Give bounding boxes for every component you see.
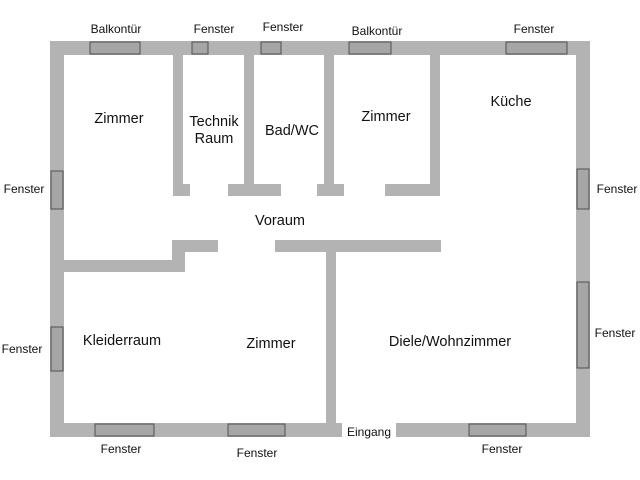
- wall-bottom-left: [50, 423, 342, 437]
- wall-mid-right: [275, 240, 441, 252]
- window-bottom-2-marker: [227, 423, 286, 437]
- balkontuer-top-2-marker: [348, 41, 392, 55]
- window-top-3-marker: [505, 41, 568, 55]
- wall-right: [576, 41, 590, 437]
- label-fenster-top-1: Fenster: [194, 22, 235, 36]
- room-label-technik-line1: Technik: [189, 114, 239, 130]
- window-left-2-marker: [50, 326, 64, 372]
- openings: [50, 41, 590, 437]
- room-label-zimmer-s: Zimmer: [246, 336, 295, 352]
- room-label-bad-wc: Bad/WC: [265, 123, 319, 139]
- window-top-2-marker: [260, 41, 282, 55]
- wall-stub-2: [228, 184, 281, 196]
- room-label-zimmer-nw: Zimmer: [94, 111, 143, 127]
- wall-mid-left: [64, 260, 185, 272]
- room-label-zimmer-n: Zimmer: [361, 109, 410, 125]
- label-fenster-top-2: Fenster: [263, 20, 304, 34]
- opening-labels: Balkontür Fenster Fenster Balkontür Fens…: [2, 20, 638, 460]
- label-fenster-bottom-2: Fenster: [237, 446, 278, 460]
- label-eingang: Eingang: [347, 425, 391, 439]
- window-right-2-marker: [576, 281, 590, 369]
- wall-partition-1: [173, 55, 183, 196]
- window-bottom-3-marker: [468, 423, 527, 437]
- room-labels: Zimmer Technik Raum Bad/WC Zimmer Küche …: [83, 94, 532, 352]
- room-label-diele-wohnzimmer: Diele/Wohnzimmer: [389, 334, 511, 350]
- label-fenster-left-2: Fenster: [2, 342, 43, 356]
- window-left-1-marker: [50, 170, 64, 210]
- label-fenster-bottom-1: Fenster: [101, 442, 142, 456]
- window-top-1-marker: [191, 41, 209, 55]
- wall-partition-3: [324, 55, 334, 196]
- label-balkontuer-top-1: Balkontür: [91, 22, 142, 36]
- wall-left: [50, 41, 64, 437]
- label-fenster-right-2: Fenster: [595, 326, 636, 340]
- label-fenster-left-1: Fenster: [4, 182, 45, 196]
- label-fenster-bottom-3: Fenster: [482, 442, 523, 456]
- wall-stub-4: [385, 184, 440, 196]
- label-fenster-top-3: Fenster: [514, 22, 555, 36]
- label-balkontuer-top-2: Balkontür: [352, 24, 403, 38]
- window-bottom-1-marker: [94, 423, 155, 437]
- wall-partition-4: [430, 55, 440, 196]
- room-label-kueche: Küche: [490, 94, 531, 110]
- room-label-voraum: Voraum: [255, 213, 305, 229]
- wall-stub-3: [317, 184, 344, 196]
- label-fenster-right-1: Fenster: [597, 182, 638, 196]
- wall-top: [50, 41, 590, 55]
- balkontuer-top-1-marker: [89, 41, 141, 55]
- wall-stub-1: [173, 184, 190, 196]
- room-label-technik-line2: Raum: [195, 131, 234, 147]
- wall-partition-2: [244, 55, 254, 196]
- wall-mid-stub: [172, 240, 218, 252]
- room-label-kleiderraum: Kleiderraum: [83, 333, 161, 349]
- window-right-1-marker: [576, 168, 590, 210]
- wall-living-divider: [326, 252, 336, 430]
